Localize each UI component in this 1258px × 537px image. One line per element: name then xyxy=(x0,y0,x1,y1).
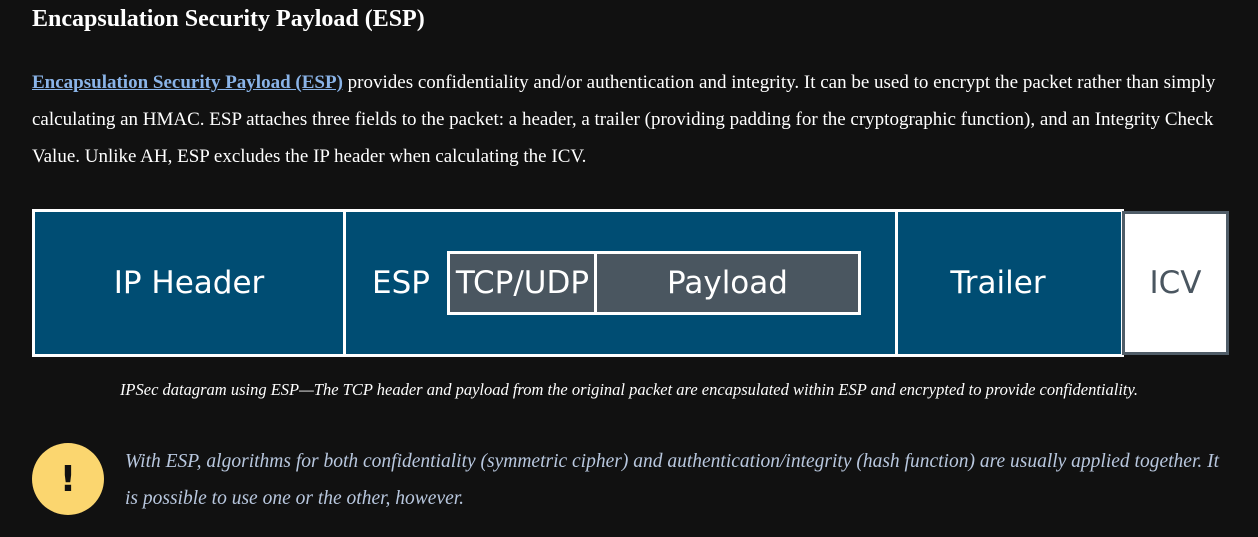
intro-text: provides confidentiality and/or authenti… xyxy=(32,72,1216,167)
payload-segment: Payload xyxy=(667,265,788,301)
segment-divider xyxy=(343,212,346,354)
segment-divider xyxy=(594,254,597,312)
ip-header-segment: IP Header xyxy=(113,265,265,301)
esp-header-segment: ESP xyxy=(372,265,430,301)
esp-link[interactable]: Encapsulation Security Payload (ESP) xyxy=(32,72,343,93)
alert-note: With ESP, algorithms for both confidenti… xyxy=(125,451,1220,509)
diagram-caption: IPSec datagram using ESP—The TCP header … xyxy=(119,380,1139,399)
segment-divider xyxy=(895,212,898,354)
page-title: Encapsulation Security Payload (ESP) xyxy=(32,6,425,32)
tcp-udp-segment: TCP/UDP xyxy=(455,265,590,301)
intro-paragraph: Encapsulation Security Payload (ESP) pro… xyxy=(32,64,1232,175)
exclamation-icon: ! xyxy=(32,443,104,515)
icv-segment: ICV xyxy=(1122,211,1229,355)
encrypted-block xyxy=(447,251,861,315)
trailer-segment: Trailer xyxy=(950,265,1046,301)
